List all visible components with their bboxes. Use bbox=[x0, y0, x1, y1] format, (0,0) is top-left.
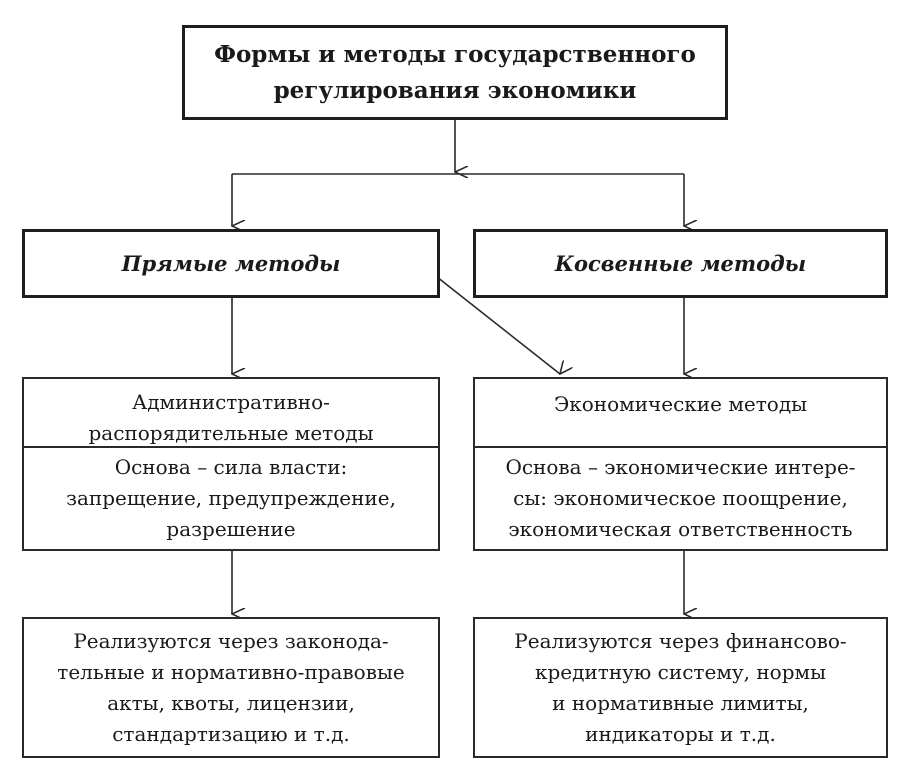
direct-implementation-line-1: Реализуются через законода- bbox=[73, 628, 389, 653]
administrative-basis-line-1: Основа – сила власти: bbox=[114, 455, 348, 479]
direct-implementation-box: Реализуются через законода- тельные и но… bbox=[22, 617, 440, 758]
economic-basis-line-2: сы: экономическое поощрение, bbox=[513, 486, 848, 510]
indirect-implementation-line-4: индикаторы и т.д. bbox=[585, 721, 776, 746]
direct-methods-label: Прямые методы bbox=[121, 251, 341, 276]
economic-basis-line-3: экономическая ответственность bbox=[508, 517, 853, 541]
root-title-line-2: регулирования экономики bbox=[273, 76, 637, 104]
root-title-line-1: Формы и методы государственного bbox=[214, 40, 696, 68]
economic-methods-name: Экономические методы bbox=[553, 392, 808, 416]
administrative-methods-name-line-2: распорядительные методы bbox=[88, 421, 374, 445]
administrative-basis-line-3: разрешение bbox=[166, 517, 296, 541]
root-box: Формы и методы государственного регулиро… bbox=[182, 25, 728, 120]
direct-methods-box: Прямые методы bbox=[22, 229, 440, 298]
administrative-divider bbox=[24, 446, 438, 448]
indirect-implementation-line-2: кредитную систему, нормы bbox=[534, 659, 827, 684]
economic-divider bbox=[475, 446, 886, 448]
administrative-methods-box: Административно- распорядительные методы… bbox=[22, 377, 440, 551]
administrative-methods-name-line-1: Административно- bbox=[132, 390, 330, 414]
indirect-implementation-line-3: и нормативные лимиты, bbox=[552, 690, 809, 715]
direct-implementation-line-3: акты, квоты, лицензии, bbox=[107, 690, 355, 715]
indirect-methods-box: Косвенные методы bbox=[473, 229, 888, 298]
direct-to-economic-arrow bbox=[436, 276, 560, 374]
direct-implementation-line-2: тельные и нормативно-правовые bbox=[57, 659, 405, 684]
indirect-implementation-line-1: Реализуются через финансово- bbox=[514, 628, 847, 653]
indirect-methods-label: Косвенные методы bbox=[554, 251, 807, 276]
indirect-implementation-box: Реализуются через финансово- кредитную с… bbox=[473, 617, 888, 758]
economic-methods-box: Экономические методы Основа – экономичес… bbox=[473, 377, 888, 551]
direct-implementation-line-4: стандартизацию и т.д. bbox=[112, 721, 350, 746]
economic-basis-line-1: Основа – экономические интере- bbox=[505, 455, 856, 479]
administrative-basis-line-2: запрещение, предупреждение, bbox=[66, 486, 396, 510]
